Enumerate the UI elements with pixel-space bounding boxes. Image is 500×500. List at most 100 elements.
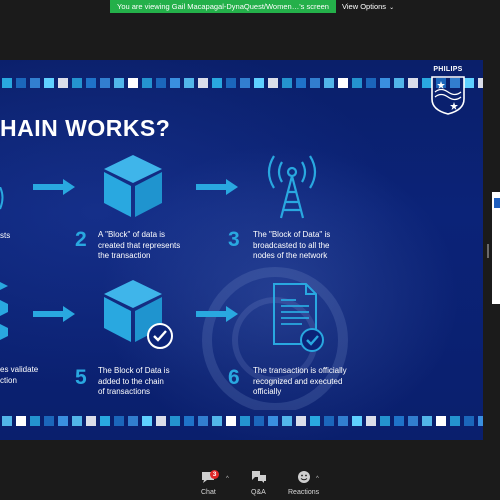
- strip-square: [380, 416, 390, 426]
- strip-square: [2, 416, 12, 426]
- step-3-number: 3: [228, 228, 240, 251]
- step-5-text: The Block of Data is added to the chain …: [98, 366, 170, 396]
- broadcast-tower-icon: [267, 155, 317, 219]
- step-5-number: 5: [75, 366, 87, 389]
- partial-icon: [0, 187, 4, 210]
- strip-square: [226, 416, 236, 426]
- strip-square: [86, 416, 96, 426]
- philips-logo: PHILIPS: [427, 66, 469, 116]
- panel-drag-handle[interactable]: [487, 244, 489, 258]
- chevron-down-icon: ⌄: [389, 5, 395, 11]
- strip-square: [184, 416, 194, 426]
- step-3-text: The "Block of Data" is broadcasted to al…: [253, 230, 331, 260]
- logo-wordmark: PHILIPS: [433, 66, 463, 73]
- strip-square: [170, 416, 180, 426]
- strip-square: [44, 416, 54, 426]
- step-2-text: A "Block" of data is created that repres…: [98, 230, 181, 260]
- strip-square: [198, 78, 208, 88]
- strip-square: [338, 78, 348, 88]
- strip-square: [296, 416, 306, 426]
- cubes-icon: [0, 282, 8, 340]
- strip-square: [254, 416, 264, 426]
- strip-square: [366, 78, 376, 88]
- strip-square: [128, 78, 138, 88]
- strip-square: [450, 416, 460, 426]
- strip-square: [436, 416, 446, 426]
- strip-square: [464, 78, 474, 88]
- view-options-label: View Options: [342, 2, 387, 11]
- strip-square: [184, 78, 194, 88]
- strip-square: [16, 78, 26, 88]
- strip-square: [394, 78, 404, 88]
- strip-square: [352, 416, 362, 426]
- step-1-text: sts: [0, 231, 10, 242]
- strip-square: [352, 78, 362, 88]
- strip-square: [72, 78, 82, 88]
- strip-square: [464, 416, 474, 426]
- reactions-caret-icon[interactable]: ^: [316, 476, 319, 482]
- strip-square: [478, 78, 483, 88]
- slide-title: HAIN WORKS?: [0, 115, 171, 141]
- decorative-strip-top: [0, 78, 483, 88]
- strip-square: [16, 416, 26, 426]
- qa-icon: [252, 471, 266, 483]
- strip-square: [58, 416, 68, 426]
- strip-square: [324, 78, 334, 88]
- document-check-icon: [273, 283, 324, 352]
- arrow-right-icon: [33, 179, 75, 195]
- strip-square: [268, 416, 278, 426]
- step-6-text: The transaction is officially recognized…: [253, 366, 347, 396]
- strip-square: [240, 78, 250, 88]
- strip-square: [478, 416, 483, 426]
- step-2-number: 2: [75, 228, 87, 251]
- side-panel: [492, 192, 500, 304]
- strip-square: [58, 78, 68, 88]
- strip-square: [212, 416, 222, 426]
- strip-square: [310, 78, 320, 88]
- strip-square: [296, 78, 306, 88]
- strip-square: [170, 78, 180, 88]
- shield-icon: [431, 76, 465, 115]
- view-options-button[interactable]: View Options⌄: [342, 0, 394, 13]
- strip-square: [240, 416, 250, 426]
- strip-square: [310, 416, 320, 426]
- strip-square: [86, 78, 96, 88]
- strip-square: [44, 78, 54, 88]
- chat-badge: 3: [210, 470, 219, 479]
- chat-caret-icon[interactable]: ^: [226, 476, 229, 482]
- decorative-strip-bottom: [0, 416, 483, 426]
- step-4-text: es validate ction: [0, 365, 39, 385]
- strip-square: [338, 416, 348, 426]
- step-6-number: 6: [228, 366, 240, 389]
- strip-square: [282, 416, 292, 426]
- strip-square: [380, 78, 390, 88]
- strip-square: [212, 78, 222, 88]
- strip-square: [128, 416, 138, 426]
- strip-square: [282, 78, 292, 88]
- strip-square: [100, 78, 110, 88]
- screen-share-banner: You are viewing Gail Macapagal-DynaQuest…: [110, 0, 336, 13]
- step-1-desc: sts: [0, 231, 11, 240]
- strip-square: [254, 78, 264, 88]
- qa-label: Q&A: [251, 489, 266, 496]
- strip-square: [198, 416, 208, 426]
- strip-square: [72, 416, 82, 426]
- strip-square: [114, 416, 124, 426]
- strip-square: [142, 416, 152, 426]
- strip-square: [226, 78, 236, 88]
- strip-square: [394, 416, 404, 426]
- strip-square: [2, 78, 12, 88]
- strip-square: [30, 78, 40, 88]
- strip-square: [30, 416, 40, 426]
- arrow-right-icon: [196, 179, 238, 195]
- shared-slide: HAIN WORKS? PHILIPS sts 2 A "Block" of d…: [0, 60, 483, 440]
- reactions-label: Reactions: [288, 489, 320, 496]
- arrow-right-icon: [196, 306, 238, 322]
- strip-square: [142, 78, 152, 88]
- cube-icon: [104, 155, 162, 217]
- arrow-right-icon: [33, 306, 75, 322]
- strip-square: [422, 78, 432, 88]
- strip-square: [450, 78, 460, 88]
- strip-square: [408, 416, 418, 426]
- strip-square: [366, 416, 376, 426]
